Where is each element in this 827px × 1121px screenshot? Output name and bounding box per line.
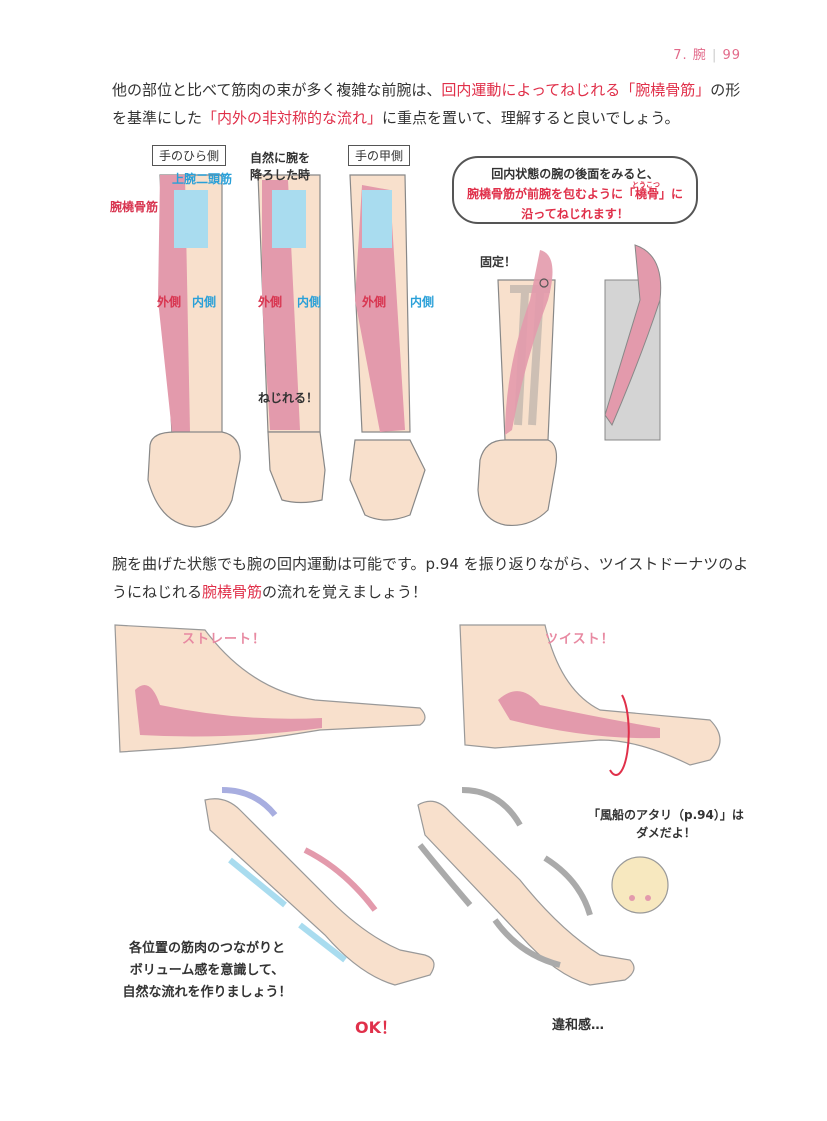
chapter-label: 7. 腕 (673, 48, 707, 63)
bubble-line2-text: 腕橈骨筋が前腕を包むように「橈骨」に (466, 187, 683, 201)
outer-label-3: 外側 (362, 295, 387, 309)
natural-label: 自然に腕を 降ろした時 (250, 150, 310, 184)
fixed-label: 固定！ (480, 255, 517, 269)
back-side-label: 手の甲側 (348, 145, 411, 166)
outer-label-1: 外側 (157, 295, 182, 309)
inner-label-1: 内側 (192, 295, 217, 309)
natural-label-line1: 自然に腕を (250, 151, 311, 165)
arm-palm-side (147, 174, 241, 528)
intro-paragraph: 他の部位と比べて筋肉の束が多く複雑な前腕は、回内運動によってねじれる「腕橈骨筋」… (112, 76, 752, 132)
intro-text-3: に重点を置いて、理解すると良いでしょう。 (382, 109, 680, 127)
palm-side-label: 手のひら側 (152, 145, 227, 166)
inner-label-3: 内側 (410, 295, 435, 309)
paper-model (604, 244, 662, 441)
brachioradialis-label: 腕橈骨筋 (110, 200, 159, 214)
arm-twist (459, 624, 721, 776)
ok-caption: 各位置の筋肉のつながりと ボリューム感を意識して、 自然な流れを作りましょう！ (118, 938, 296, 1004)
bubble-line1: 回内状態の腕の後面をみると、 (491, 167, 659, 181)
inner-label-2: 内側 (297, 295, 322, 309)
ok-label: OK！ (355, 1018, 398, 1037)
ng-label: 違和感… (552, 1018, 605, 1033)
bubble-line2: 腕橈骨筋が前腕を包むように「橈骨」に とうこつ (454, 181, 696, 204)
ok-caption-line1: 各位置の筋肉のつながりと (128, 941, 285, 956)
arm-natural (257, 174, 326, 504)
natural-label-line2: 降ろした時 (250, 168, 311, 182)
bubble-ruby: とうこつ (632, 181, 660, 189)
balloon-warning-line2: ダメだよ！ (636, 826, 696, 840)
bubble-line3: 沿ってねじれます！ (521, 207, 629, 221)
intro-highlight-1: 回内運動によってねじれる「腕橈骨筋」 (441, 81, 711, 99)
running-header: 7. 腕 | 99 (673, 48, 741, 63)
outer-label-2: 外側 (258, 295, 283, 309)
ok-caption-line2: ボリューム感を意識して、 (129, 963, 285, 978)
twist-title-label: ツイスト！ (545, 632, 615, 647)
middle-highlight: 腕橈骨筋 (202, 583, 263, 601)
middle-text-2: の流れを覚えましょう！ (262, 583, 428, 601)
arm-back-side (349, 174, 426, 521)
intro-text-1: 他の部位と比べて筋肉の束が多く複雑な前腕は、 (112, 81, 442, 99)
arm-bone-diagram (477, 250, 558, 527)
arm-straight (114, 624, 426, 753)
intro-text-2: の形を基準にした (112, 81, 741, 127)
speech-bubble: 回内状態の腕の後面をみると、 腕橈骨筋が前腕を包むように「橈骨」に とうこつ 沿… (452, 156, 698, 224)
arm-ng (417, 787, 635, 986)
intro-highlight-2: 「内外の非対称的な流れ」 (202, 109, 383, 127)
straight-label: ストレート！ (182, 632, 267, 647)
middle-paragraph: 腕を曲げた状態でも腕の回内運動は可能です。p.94 を振り返りながら、ツイストド… (112, 550, 752, 606)
ok-caption-line3: 自然な流れを作りましょう！ (122, 985, 292, 1000)
balloon-character (611, 856, 669, 914)
middle-text-1: 腕を曲げた状態でも腕の回内運動は可能です。p.94 を振り返りながら、ツイストド… (112, 555, 749, 601)
twist-label: ねじれる！ (258, 391, 319, 405)
page-number: 99 (722, 48, 741, 63)
biceps-label: 上腕二頭筋 (172, 172, 233, 186)
arm-ok (204, 787, 435, 986)
balloon-warning: 「風船のアタリ（p.94）」は ダメだよ！ (588, 806, 744, 842)
balloon-warning-line1: 「風船のアタリ（p.94）」は (588, 808, 744, 822)
